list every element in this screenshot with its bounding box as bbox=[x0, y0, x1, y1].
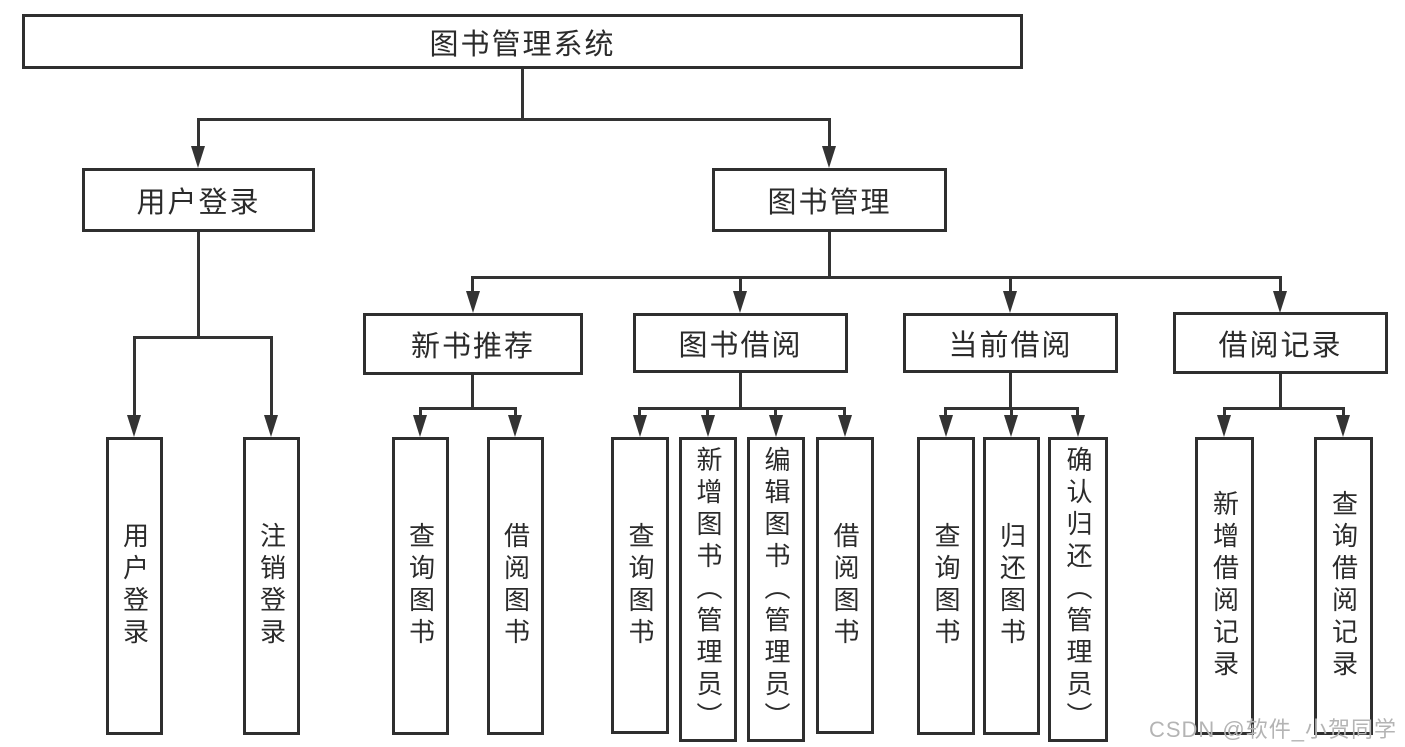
edge-drop bbox=[197, 118, 200, 148]
edge-root-rail bbox=[197, 118, 831, 121]
arrow-down-icon bbox=[264, 415, 278, 437]
node-label: 注销登录 bbox=[256, 522, 287, 650]
node-borrow-books: 借阅图书 bbox=[816, 437, 874, 734]
edge-borrowing-stem bbox=[739, 373, 742, 407]
node-label: 归还图书 bbox=[996, 522, 1027, 650]
edge-drop bbox=[1279, 276, 1282, 293]
edge-mgmt-rail bbox=[473, 276, 1281, 279]
edge-records-stem bbox=[1279, 374, 1282, 407]
edge-drop bbox=[471, 276, 474, 293]
arrow-down-icon bbox=[633, 415, 647, 437]
edge-login-stem bbox=[197, 232, 200, 336]
arrow-down-icon bbox=[127, 415, 141, 437]
node-return-books: 归还图书 bbox=[983, 437, 1040, 735]
node-label: 确认归还（管理员） bbox=[1063, 445, 1093, 734]
node-label: 查询图书 bbox=[625, 521, 655, 650]
arrow-down-icon bbox=[822, 146, 836, 168]
arrow-down-icon bbox=[1071, 415, 1085, 437]
arrow-down-icon bbox=[508, 415, 522, 437]
edge-root-stem bbox=[521, 69, 524, 118]
node-label: 当前借阅 bbox=[948, 330, 1073, 362]
arrow-down-icon bbox=[1003, 291, 1017, 313]
node-label: 图书借阅 bbox=[678, 330, 803, 362]
node-label: 查询图书 bbox=[405, 522, 436, 650]
node-add-borrow-record: 新增借阅记录 bbox=[1195, 437, 1254, 735]
edge-drop bbox=[706, 407, 709, 417]
node-edit-books-admin: 编辑图书（管理员） bbox=[747, 437, 805, 742]
node-query-borrow-record: 查询借阅记录 bbox=[1314, 437, 1373, 735]
node-label: 查询图书 bbox=[931, 522, 961, 650]
arrow-down-icon bbox=[191, 146, 205, 168]
node-user-login: 用户登录 bbox=[106, 437, 163, 735]
csdn-watermark: CSDN @软件_小贺同学 bbox=[1148, 717, 1397, 742]
edge-borrowing-rail bbox=[640, 407, 845, 410]
node-label: 用户登录 bbox=[136, 187, 261, 219]
node-user-login-branch: 用户登录 bbox=[82, 168, 315, 232]
edge-drop bbox=[944, 407, 947, 417]
node-label: 新增图书（管理员） bbox=[693, 445, 723, 734]
node-label: 图书管理系统 bbox=[429, 28, 616, 61]
arrow-down-icon bbox=[939, 415, 953, 437]
arrow-down-icon bbox=[466, 291, 480, 313]
edge-drop bbox=[774, 407, 777, 417]
edge-drop bbox=[1010, 407, 1013, 417]
edge-mgmt-stem bbox=[828, 232, 831, 276]
node-label: 借阅图书 bbox=[500, 522, 531, 650]
edge-drop bbox=[133, 336, 136, 416]
edge-recommend-stem bbox=[471, 375, 474, 407]
node-confirm-return-admin: 确认归还（管理员） bbox=[1048, 437, 1108, 742]
node-current-borrowing: 当前借阅 bbox=[903, 313, 1118, 373]
node-logout: 注销登录 bbox=[243, 437, 300, 735]
arrow-down-icon bbox=[838, 415, 852, 437]
arrow-down-icon bbox=[733, 291, 747, 313]
arrow-down-icon bbox=[1217, 415, 1231, 437]
edge-drop bbox=[1342, 407, 1345, 417]
edge-records-rail bbox=[1224, 407, 1344, 410]
edge-login-rail bbox=[134, 336, 272, 339]
node-add-books-admin: 新增图书（管理员） bbox=[679, 437, 737, 742]
node-query-books-recommend: 查询图书 bbox=[392, 437, 449, 735]
node-label: 新书推荐 bbox=[410, 331, 535, 363]
node-label: 借阅图书 bbox=[830, 521, 860, 650]
node-book-management: 图书管理 bbox=[712, 168, 947, 232]
arrow-down-icon bbox=[1336, 415, 1350, 437]
edge-drop bbox=[1009, 276, 1012, 293]
edge-recommend-rail bbox=[420, 407, 516, 410]
arrow-down-icon bbox=[1273, 291, 1287, 313]
edge-drop bbox=[828, 118, 831, 148]
node-new-book-recommend: 新书推荐 bbox=[363, 313, 583, 375]
node-label: 新增借阅记录 bbox=[1209, 490, 1240, 682]
node-borrow-books-recommend: 借阅图书 bbox=[487, 437, 544, 735]
edge-drop bbox=[1076, 407, 1079, 417]
node-borrowing-records: 借阅记录 bbox=[1173, 312, 1388, 374]
node-book-borrowing: 图书借阅 bbox=[633, 313, 848, 373]
edge-drop bbox=[843, 407, 846, 417]
node-label: 借阅记录 bbox=[1218, 330, 1343, 362]
arrow-down-icon bbox=[701, 415, 715, 437]
arrow-down-icon bbox=[1004, 415, 1018, 437]
edge-current-stem bbox=[1009, 373, 1012, 407]
node-query-books-current: 查询图书 bbox=[917, 437, 975, 735]
node-label: 编辑图书（管理员） bbox=[761, 445, 791, 734]
node-root-system: 图书管理系统 bbox=[22, 14, 1023, 69]
edge-drop bbox=[419, 407, 422, 417]
node-label: 查询借阅记录 bbox=[1328, 490, 1359, 682]
edge-drop bbox=[638, 407, 641, 417]
edge-drop bbox=[1223, 407, 1226, 417]
arrow-down-icon bbox=[769, 415, 783, 437]
arrow-down-icon bbox=[413, 415, 427, 437]
node-query-books-borrowing: 查询图书 bbox=[611, 437, 669, 734]
node-label: 图书管理 bbox=[767, 187, 892, 219]
edge-drop bbox=[739, 276, 742, 293]
edge-drop bbox=[270, 336, 273, 416]
edge-drop bbox=[514, 407, 517, 417]
node-label: 用户登录 bbox=[119, 522, 150, 650]
